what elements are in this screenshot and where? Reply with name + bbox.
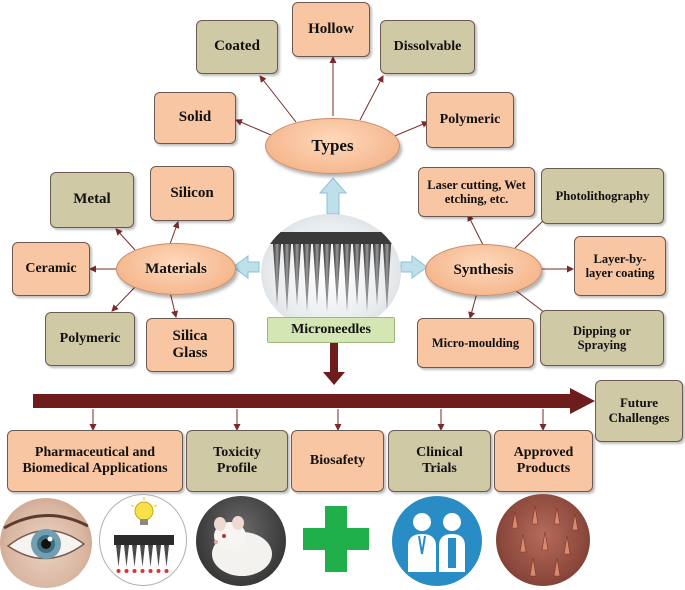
material-silica-glass: Silica Glass (146, 318, 234, 372)
type-coated: Coated (196, 20, 278, 74)
synthesis-layer-by-layer: Layer-by-layer coating (574, 236, 666, 296)
synthesis-dipping-spraying: Dipping or Spraying (540, 310, 664, 366)
microneedles-label: Microneedles (267, 317, 395, 343)
stage-toxicity-profile: Toxicity Profile (186, 430, 288, 492)
future-challenges-box: Future Challenges (595, 380, 683, 442)
type-hollow: Hollow (292, 2, 370, 57)
eye-image (0, 498, 92, 588)
doctor-patient-icon (392, 496, 482, 586)
materials-hub: Materials (116, 243, 236, 295)
stage-approved-products: Approved Products (494, 430, 593, 492)
material-polymeric: Polymeric (45, 312, 135, 366)
material-ceramic: Ceramic (12, 242, 90, 296)
material-silicon: Silicon (150, 166, 234, 221)
types-hub: Types (265, 118, 400, 174)
stage-biosafety: Biosafety (291, 430, 384, 492)
microneedle-patch-bulb-image (99, 494, 187, 586)
type-solid: Solid (154, 92, 236, 144)
synthesis-micro-moulding: Micro-moulding (417, 318, 534, 368)
type-polymeric: Polymeric (426, 92, 514, 148)
synthesis-photolithography: Photolithography (541, 168, 664, 224)
material-metal: Metal (50, 172, 134, 228)
lab-rat-image (196, 496, 286, 586)
stage-clinical-trials: Clinical Trials (388, 430, 491, 492)
synthesis-hub: Synthesis (425, 244, 542, 296)
stage-pharmaceutical-applications: Pharmaceutical and Biomedical Applicatio… (7, 430, 183, 492)
synthesis-laser-cutting: Laser cutting, Wet etching, etc. (418, 167, 535, 217)
type-dissolvable: Dissolvable (380, 20, 475, 74)
microneedle-array-image (261, 214, 401, 332)
green-cross-icon (303, 506, 369, 572)
approved-microneedle-product-image (496, 494, 590, 586)
